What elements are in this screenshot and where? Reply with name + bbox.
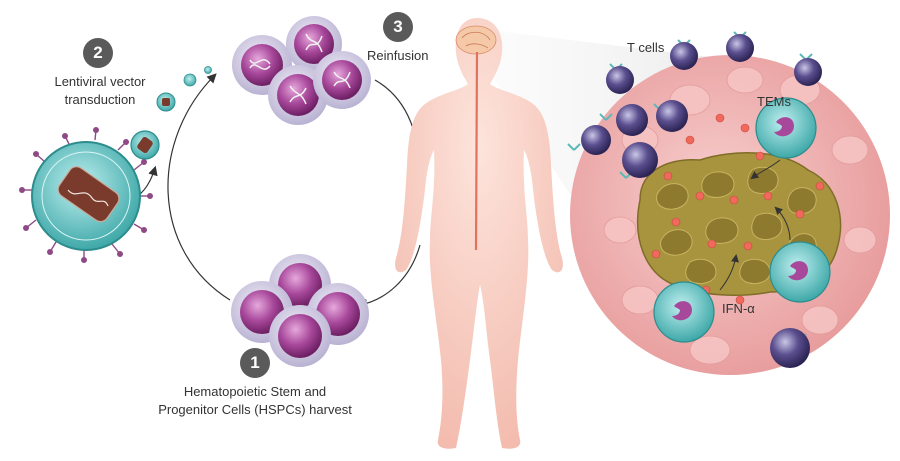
- tumor-microenvironment: [570, 55, 890, 375]
- dna-icon: [249, 33, 351, 105]
- step-1-label-line2: Progenitor Cells (HSPCs) harvest: [158, 402, 352, 417]
- transduced-cells: [232, 16, 371, 125]
- t-cells: [567, 31, 822, 368]
- step-1-label-line1: Hematopoietic Stem and: [183, 384, 327, 399]
- human-body: [395, 18, 563, 449]
- step-1-badge: 1: [240, 348, 270, 378]
- lentiviral-vector: [19, 66, 212, 263]
- step-2-label-line1: Lentiviral vector: [54, 74, 146, 89]
- step-3-badge: 3: [383, 12, 413, 42]
- ifn-label: IFN-α: [722, 301, 755, 316]
- step-3-label: Reinfusion: [367, 48, 429, 63]
- t-cells-label: T cells: [627, 40, 665, 55]
- step-2-label-line2: transduction: [64, 92, 136, 107]
- step-2-badge: 2: [83, 38, 113, 68]
- hspc-cells: [231, 254, 369, 367]
- tem-cells: [653, 97, 831, 343]
- tems-label: TEMs: [757, 94, 791, 109]
